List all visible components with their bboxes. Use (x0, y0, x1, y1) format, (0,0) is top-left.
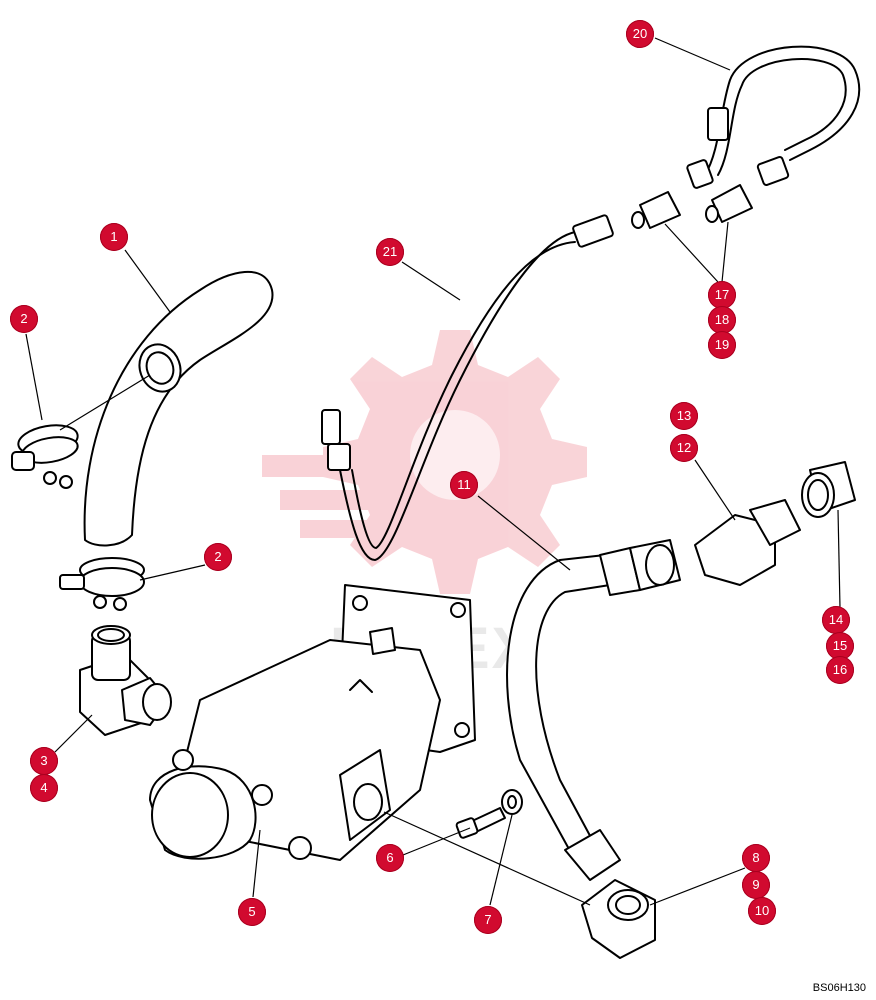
leader-lines (25, 37, 841, 906)
hose-elbow-part (83, 270, 274, 547)
callout-label: 21 (382, 244, 398, 259)
callout-label: 9 (752, 877, 760, 892)
callout-19[interactable]: 19 (708, 331, 736, 359)
callout-label: 2 (214, 549, 222, 564)
callout-label: 17 (714, 287, 730, 302)
fitting-pair-part (631, 184, 753, 229)
tube-assembly-part (686, 45, 861, 189)
callout-label: 7 (484, 912, 492, 927)
bolt-part (455, 807, 506, 839)
callout-15[interactable]: 15 (826, 632, 854, 660)
callout-20[interactable]: 20 (626, 20, 654, 48)
callout-18[interactable]: 18 (708, 306, 736, 334)
adapter-fitting-part (801, 461, 856, 518)
callout-13[interactable]: 13 (670, 402, 698, 430)
callout-label: 3 (40, 753, 48, 768)
callout-label: 18 (714, 312, 730, 327)
callout-17[interactable]: 17 (708, 281, 736, 309)
callout-label: 14 (828, 612, 844, 627)
callout-16[interactable]: 16 (826, 656, 854, 684)
callout-1[interactable]: 1 (100, 223, 128, 251)
callout-2-upper[interactable]: 2 (10, 305, 38, 333)
callout-label: 13 (676, 408, 692, 423)
hose-assembly-small-part (321, 214, 614, 561)
callout-label: 8 (752, 850, 760, 865)
watermark-gear-hole (410, 410, 500, 500)
callout-12[interactable]: 12 (670, 434, 698, 462)
callout-6[interactable]: 6 (376, 844, 404, 872)
hose-clamp-lower-part (59, 557, 145, 611)
callout-11[interactable]: 11 (450, 471, 478, 499)
callout-10[interactable]: 10 (748, 897, 776, 925)
callout-label: 20 (632, 26, 648, 41)
callout-9[interactable]: 9 (742, 871, 770, 899)
callout-8[interactable]: 8 (742, 844, 770, 872)
callout-14[interactable]: 14 (822, 606, 850, 634)
callout-label: 16 (832, 662, 848, 677)
callout-label: 1 (110, 229, 118, 244)
callout-label: 19 (714, 337, 730, 352)
callout-label: 5 (248, 904, 256, 919)
callout-label: 2 (20, 311, 28, 326)
adapter-elbow-part (79, 625, 172, 736)
callout-label: 15 (832, 638, 848, 653)
callout-label: 10 (754, 903, 770, 918)
elbow-fitting-part (694, 499, 801, 586)
callout-3[interactable]: 3 (30, 747, 58, 775)
callout-21[interactable]: 21 (376, 238, 404, 266)
callout-4[interactable]: 4 (30, 774, 58, 802)
reference-code: BS06H130 (812, 982, 866, 994)
washer-part (501, 789, 523, 815)
hose-clamp-upper-part (11, 424, 79, 489)
hose-assembly-part (506, 539, 681, 881)
hydraulic-pump-part (149, 584, 476, 861)
callout-2-lower[interactable]: 2 (204, 543, 232, 571)
callout-label: 6 (386, 850, 394, 865)
callout-label: 4 (40, 780, 48, 795)
callout-label: 12 (676, 440, 692, 455)
fitting-elbow-part (581, 879, 656, 959)
callout-label: 11 (457, 477, 471, 492)
callout-5[interactable]: 5 (238, 898, 266, 926)
callout-7[interactable]: 7 (474, 906, 502, 934)
